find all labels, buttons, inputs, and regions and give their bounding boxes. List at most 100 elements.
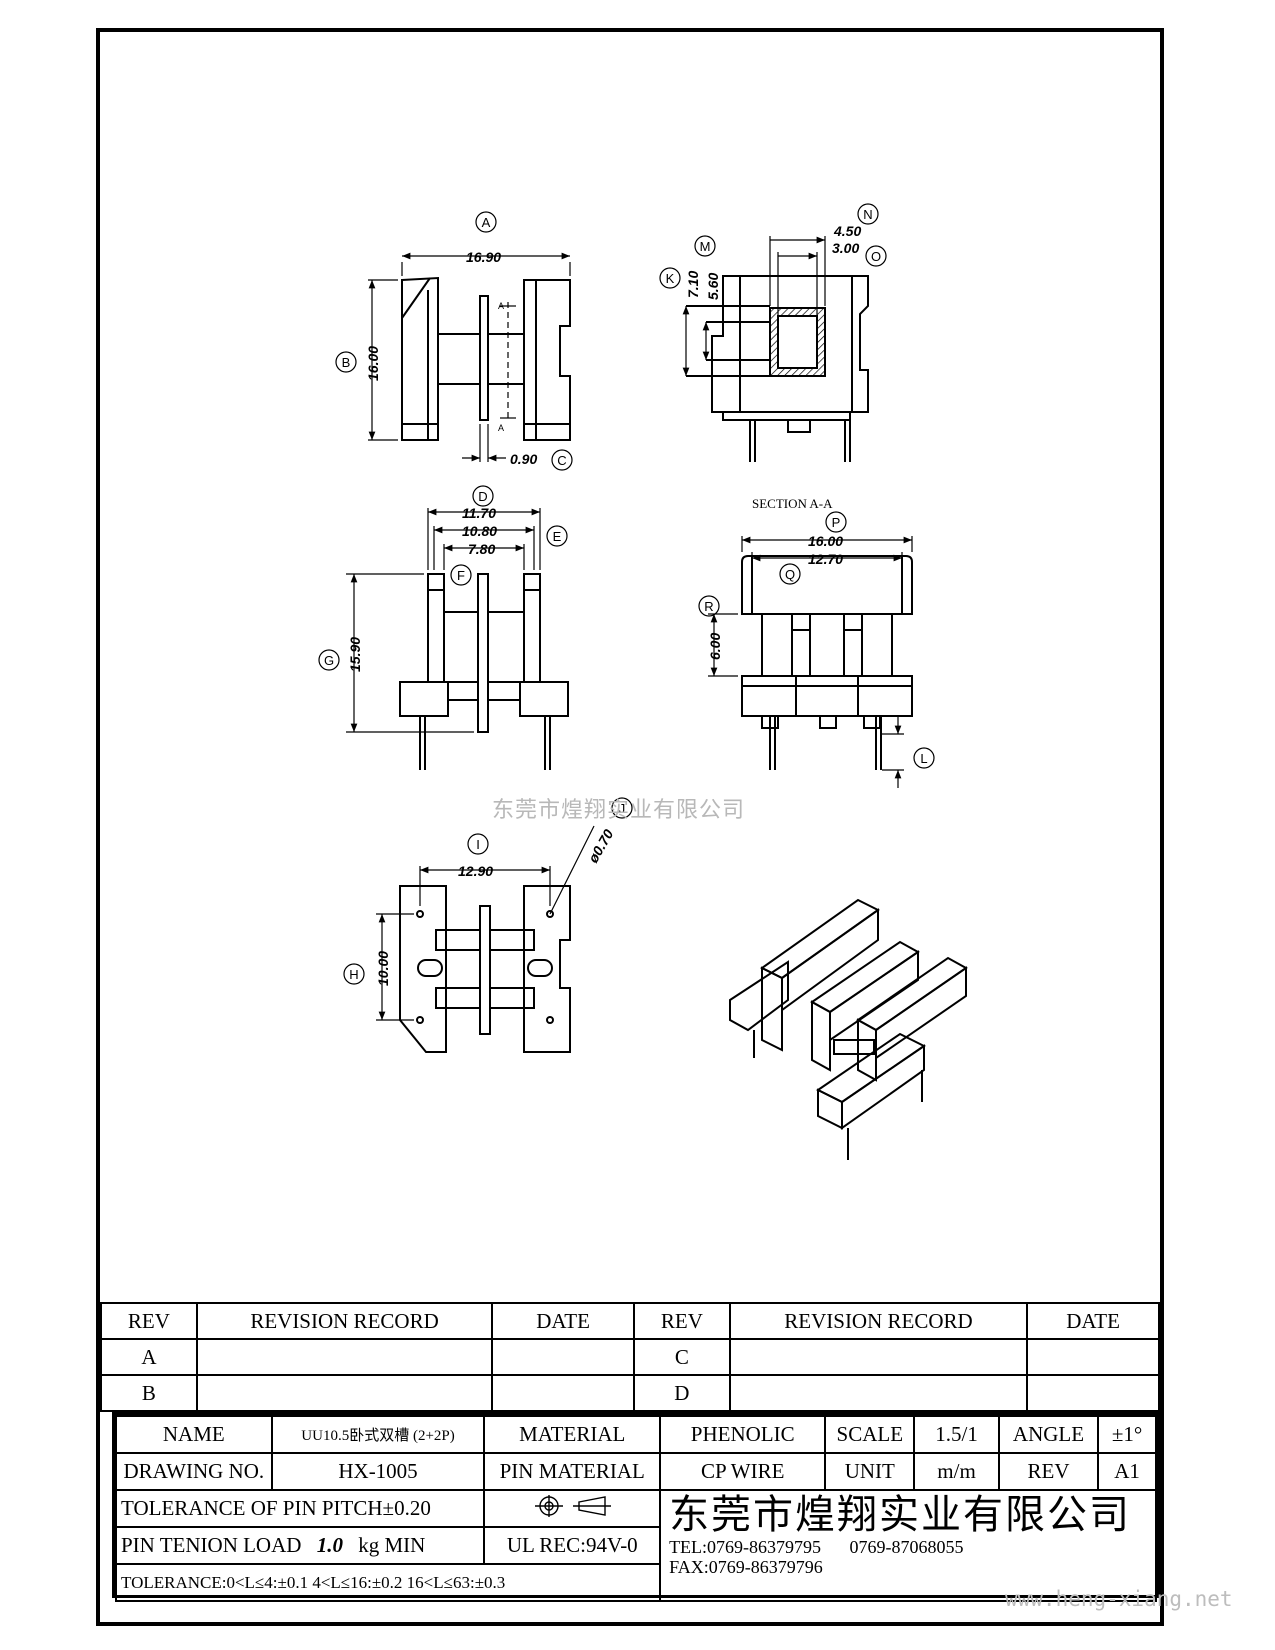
date-cell <box>1026 1374 1160 1412</box>
callout-A: A <box>482 215 491 230</box>
callout-H: H <box>349 967 358 982</box>
dim-K: 7.10 <box>685 271 701 298</box>
dim-R: 6.00 <box>707 633 723 660</box>
pin-tension-value: 1.0 <box>316 1533 343 1557</box>
tel: TEL:0769-86379795 <box>669 1537 822 1557</box>
dim-A: 16.90 <box>466 249 501 265</box>
date-cell <box>1026 1338 1160 1376</box>
rev-cell: D <box>632 1374 731 1412</box>
pin-material-value: CP WIRE <box>659 1452 827 1491</box>
bottom-view <box>399 885 571 1053</box>
rev-cell: B <box>100 1374 198 1412</box>
material-value: PHENOLIC <box>659 1415 827 1454</box>
pin-tension-label: PIN TENION LOAD <box>121 1533 302 1557</box>
date-cell <box>491 1374 635 1412</box>
revision-table: REV REVISION RECORD DATE REV REVISION RE… <box>100 1302 1160 1412</box>
pin-tension-unit: kg MIN <box>358 1533 426 1557</box>
drawing-no-value: HX-1005 <box>270 1452 486 1491</box>
record-cell <box>195 1338 494 1376</box>
watermark-company: 东莞市煌翔实业有限公司 <box>492 798 746 823</box>
name-label: NAME <box>115 1415 273 1454</box>
rev-header: REV <box>100 1302 198 1340</box>
projection-symbol-icon <box>535 1494 612 1517</box>
section-mark-bottom: A <box>498 423 504 433</box>
rev-cell: A <box>100 1338 198 1376</box>
drawing-no-label: DRAWING NO. <box>115 1452 273 1491</box>
record-cell <box>728 1374 1029 1412</box>
title-block-table: NAME UU10.5卧式双槽 (2+2P) MATERIAL PHENOLIC… <box>114 1415 1157 1602</box>
end-view <box>399 573 569 770</box>
front-view <box>401 276 571 441</box>
revision-record-header: REVISION RECORD <box>728 1302 1029 1340</box>
callout-M: M <box>700 239 711 254</box>
callout-I: I <box>476 837 480 852</box>
scale-label: SCALE <box>824 1415 916 1454</box>
unit-value: m/m <box>913 1452 1000 1491</box>
watermark-url: www.heng-xiang.net <box>1005 1587 1233 1611</box>
scale-value: 1.5/1 <box>913 1415 1000 1454</box>
dim-F: 7.80 <box>468 541 495 557</box>
revision-header-row: REV REVISION RECORD DATE REV REVISION RE… <box>100 1302 1160 1340</box>
callout-F: F <box>457 568 465 583</box>
dim-J: ø0.70 <box>585 826 617 865</box>
part-name: UU10.5卧式双槽 (2+2P) <box>270 1415 486 1454</box>
revision-record-header: REVISION RECORD <box>195 1302 494 1340</box>
callout-E: E <box>553 529 562 544</box>
unit-label: UNIT <box>824 1452 916 1491</box>
end-view-dimensions <box>346 508 541 733</box>
date-header: DATE <box>1026 1302 1160 1340</box>
contact-tel: TEL:0769-86379795 0769-87068055 <box>669 1537 1147 1557</box>
rev-cell: C <box>632 1338 731 1376</box>
callout-letters: A B C D E F G H I J K L M N O P Q R <box>324 207 928 982</box>
callout-L: L <box>920 751 927 766</box>
general-tolerance: TOLERANCE:0<L≤4:±0.1 4<L≤16:±0.2 16<L≤63… <box>114 1563 662 1602</box>
dim-G: 15.90 <box>347 637 363 672</box>
callout-N: N <box>863 207 872 222</box>
angle-label: ANGLE <box>997 1415 1100 1454</box>
dim-I: 12.90 <box>458 863 493 879</box>
callout-O: O <box>871 249 881 264</box>
record-cell <box>195 1374 494 1412</box>
callout-P: P <box>832 515 841 530</box>
dim-D: 11.70 <box>462 505 496 521</box>
rev-value: A1 <box>1097 1452 1157 1491</box>
pin-tension-row: PIN TENION LOAD 1.0 kg MIN <box>114 1526 486 1565</box>
rev-label: REV <box>997 1452 1100 1491</box>
dim-E: 10.80 <box>462 523 497 539</box>
material-label: MATERIAL <box>483 1415 662 1454</box>
projection-symbol <box>483 1489 662 1528</box>
section-label: SECTION A-A <box>752 496 833 511</box>
table-row: B D <box>100 1374 1160 1412</box>
section-mark-top: A <box>498 301 504 311</box>
bottom-view-dimensions <box>376 825 595 1021</box>
title-block: NAME UU10.5卧式双槽 (2+2P) MATERIAL PHENOLIC… <box>112 1412 1160 1602</box>
record-cell <box>728 1338 1029 1376</box>
dimension-values: 16.90 16.00 0.90 11.70 10.80 7.80 15.90 … <box>347 223 861 986</box>
callout-J: J <box>619 801 626 816</box>
callout-K: K <box>666 271 675 286</box>
callout-Q: Q <box>785 567 795 582</box>
section-view <box>741 555 913 770</box>
side-view <box>686 275 869 462</box>
rev-header: REV <box>632 1302 731 1340</box>
date-header: DATE <box>491 1302 635 1340</box>
callout-G: G <box>324 653 334 668</box>
front-view-dimensions <box>368 252 571 462</box>
dim-M: 5.60 <box>705 273 721 300</box>
callout-B: B <box>342 355 351 370</box>
company-name: 东莞市煌翔实业有限公司 <box>669 1492 1132 1538</box>
dim-O: 3.00 <box>832 240 859 256</box>
ul-rec: UL REC:94V-0 <box>483 1526 662 1565</box>
callout-R: R <box>704 599 713 614</box>
fax: FAX:0769-86379796 <box>669 1557 823 1577</box>
side-view-dimensions <box>682 236 826 376</box>
table-row: A C <box>100 1338 1160 1376</box>
company-block: 东莞市煌翔实业有限公司 TEL:0769-86379795 0769-87068… <box>659 1489 1157 1602</box>
tel-2: 0769-87068055 <box>849 1537 964 1557</box>
dim-H: 10.00 <box>375 951 391 986</box>
date-cell <box>491 1338 635 1376</box>
dim-N: 4.50 <box>833 223 861 239</box>
callout-markers <box>318 203 935 985</box>
callout-C: C <box>557 453 566 468</box>
